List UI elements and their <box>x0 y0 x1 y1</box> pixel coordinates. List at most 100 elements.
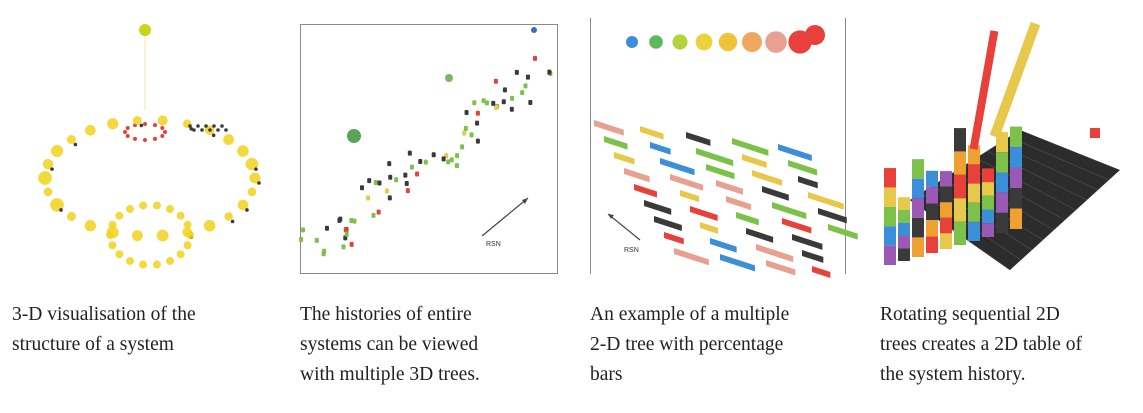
fig1-node <box>186 231 194 239</box>
fig1-node <box>237 199 249 211</box>
fig4-column-segment <box>982 182 994 196</box>
fig1-node <box>107 118 119 130</box>
fig4-column-segment <box>898 235 910 249</box>
fig1-leaf <box>59 208 63 212</box>
fig4-pole <box>989 21 1041 139</box>
fig1-leaf <box>188 124 192 128</box>
fig1-red-node <box>123 130 127 134</box>
figure-3-caption-line-2: 2-D tree with percentage <box>590 334 784 355</box>
fig4-column-segment <box>954 221 966 245</box>
fig2-node <box>475 110 480 116</box>
fig4-column-segment <box>926 236 938 253</box>
fig4-column-segment <box>898 209 910 223</box>
fig1-node <box>183 220 192 229</box>
fig1-leaf <box>200 128 204 132</box>
fig1-node <box>176 211 185 220</box>
fig2-node <box>324 225 329 231</box>
fig2-node <box>373 180 378 186</box>
fig1-node <box>51 145 64 158</box>
fig1-red-node <box>143 122 147 126</box>
figure-3-right-border <box>845 18 846 274</box>
fig2-big-node <box>347 129 361 143</box>
fig2-node <box>475 120 480 126</box>
fig2-node <box>387 161 392 167</box>
fig3-sphere <box>695 33 713 51</box>
fig1-node <box>223 134 235 145</box>
fig2-node <box>387 195 392 201</box>
fig2-node <box>404 180 409 186</box>
fig3-bar <box>680 189 700 203</box>
fig4-column-segment <box>884 226 896 246</box>
fig4-column-segment <box>982 195 994 210</box>
fig4-pole <box>969 30 999 150</box>
figure-2-caption-line-2: systems can be viewed <box>300 334 479 355</box>
fig4-cap <box>1090 128 1100 138</box>
fig3-sphere <box>718 32 738 52</box>
fig2-node <box>494 104 499 110</box>
figure-3-arrow-label: RSN <box>624 247 639 254</box>
fig3-bar <box>812 265 831 278</box>
fig2-node <box>352 218 357 224</box>
fig2-node <box>547 69 552 75</box>
fig1-leaf <box>189 126 194 131</box>
fig2-node <box>501 99 506 105</box>
fig1-red-node <box>160 126 165 130</box>
figure-3-visualisation: RSN <box>594 25 858 278</box>
fig4-column-segment <box>940 171 952 187</box>
fig3-bar <box>710 237 737 253</box>
figure-2-arrow <box>481 197 529 237</box>
fig2-node <box>344 231 349 237</box>
fig2-node <box>407 150 412 156</box>
fig4-column-segment <box>912 198 924 218</box>
figure-3-caption: An example of a multiple 2-D tree with p… <box>590 300 789 390</box>
fig4-column-segment <box>1010 147 1022 168</box>
fig2-node <box>493 78 498 84</box>
fig3-bar <box>640 126 664 140</box>
fig3-bar <box>664 232 684 245</box>
fig2-node <box>462 130 467 136</box>
figure-2-caption-line-3: with multiple 3D trees. <box>300 364 480 385</box>
fig2-node <box>343 235 348 241</box>
fig1-leaf <box>257 181 261 185</box>
fig3-bar <box>828 224 858 240</box>
fig1-node <box>156 229 169 242</box>
fig2-node <box>523 83 528 89</box>
fig1-node <box>176 250 185 259</box>
fig3-bar <box>614 152 635 165</box>
fig2-node <box>405 188 410 194</box>
fig4-column-segment <box>954 198 966 222</box>
fig1-node <box>157 115 168 126</box>
fig2-node <box>446 159 451 165</box>
fig2-node <box>469 132 474 138</box>
fig1-node <box>42 158 54 170</box>
fig1-red-node <box>160 134 165 138</box>
figure-3-left-border <box>590 18 591 274</box>
fig1-node <box>245 157 259 171</box>
fig3-bar <box>808 192 844 210</box>
fig2-node <box>520 90 525 96</box>
fig4-column-segment <box>996 192 1008 213</box>
fig1-node <box>115 211 124 220</box>
fig2-node <box>464 110 469 116</box>
fig1-node <box>85 124 96 136</box>
fig3-bar <box>604 136 628 150</box>
fig3-bar <box>686 132 711 146</box>
fig4-column-segment <box>912 237 924 257</box>
fig1-red-node <box>163 130 167 134</box>
fig1-node <box>152 201 161 210</box>
fig2-node <box>502 87 507 93</box>
fig3-bar <box>818 207 847 224</box>
fig3-bar <box>782 217 812 234</box>
fig1-node <box>224 212 233 221</box>
fig2-node <box>454 163 459 169</box>
fig2-node <box>415 171 420 177</box>
fig4-column-segment <box>982 209 994 224</box>
figure-1-visualisation <box>38 24 261 269</box>
fig2-node <box>341 244 346 250</box>
fig1-leaf <box>196 124 200 128</box>
fig4-column-segment <box>996 212 1008 233</box>
figure-4: Rotating sequential 2D trees creates a 2… <box>870 0 1143 413</box>
fig4-column-segment <box>954 174 966 199</box>
fig4-column-segment <box>926 220 938 237</box>
fig4-column-segment <box>912 159 924 179</box>
